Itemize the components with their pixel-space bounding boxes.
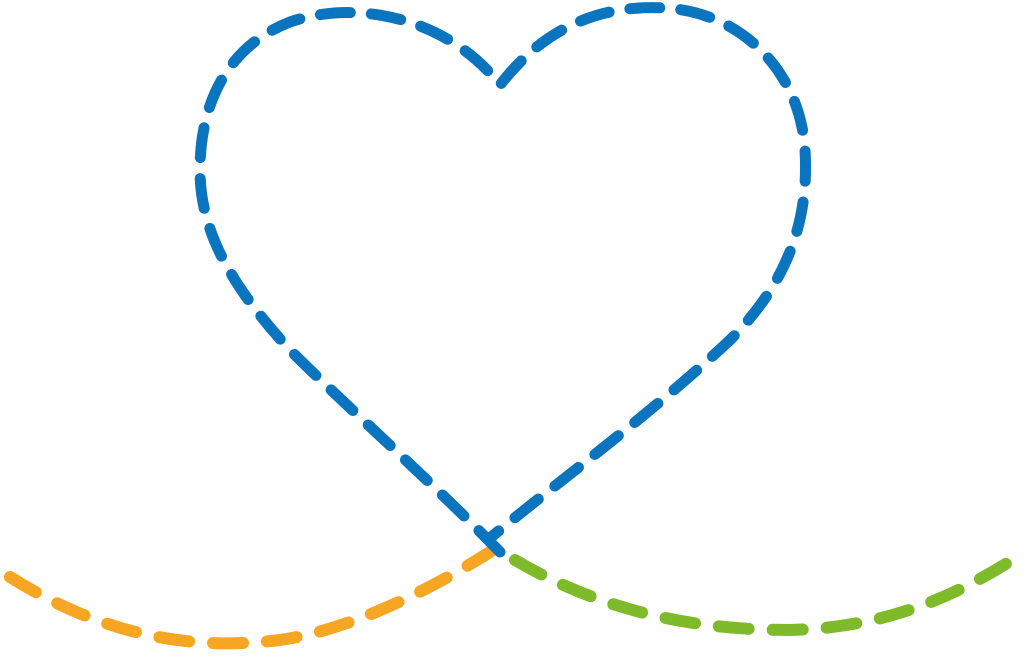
heart-blue-dashed-outline	[194, 2, 812, 558]
left-tail-orange-dashed-line	[4, 546, 496, 650]
right-tail-green-dashed-line	[509, 552, 1021, 636]
